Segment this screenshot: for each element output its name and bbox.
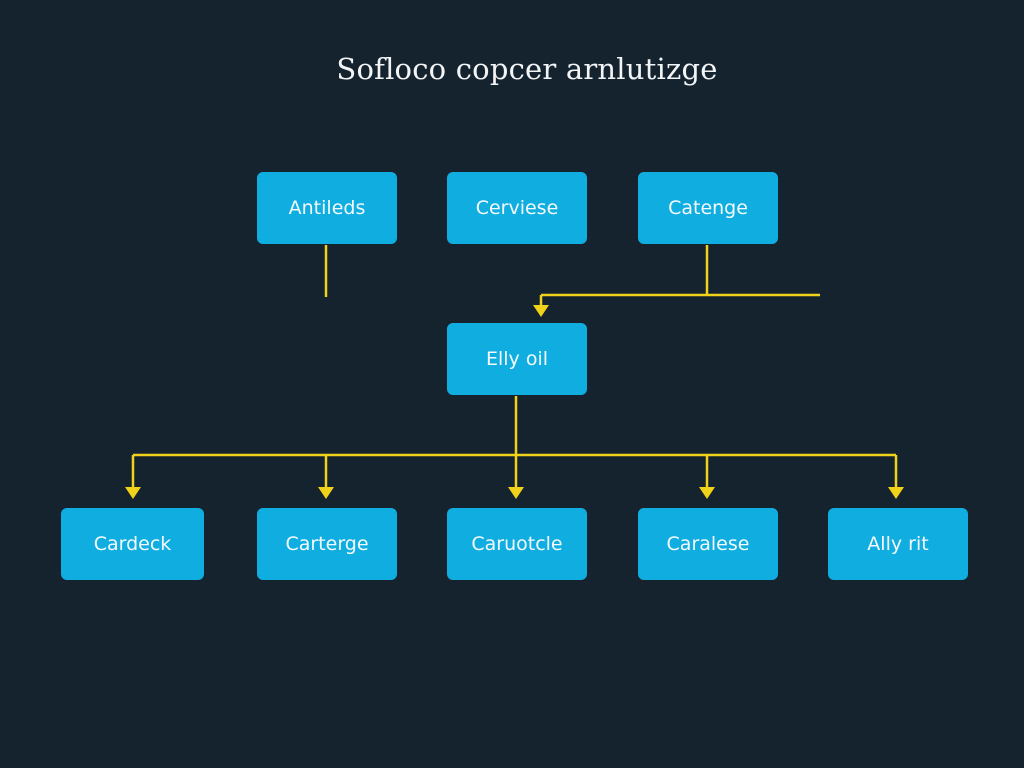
node-caruotcle: Caruotcle bbox=[447, 508, 587, 580]
arrowhead-carterge bbox=[318, 487, 334, 499]
node-antileds: Antileds bbox=[257, 172, 397, 244]
node-elly-oil: Elly oil bbox=[447, 323, 587, 395]
node-catenge: Catenge bbox=[638, 172, 778, 244]
diagram-title: Sofloco copcer arnlutizge bbox=[336, 52, 718, 86]
node-cardeck: Cardeck bbox=[61, 508, 204, 580]
arrowhead-allyrit bbox=[888, 487, 904, 499]
node-cerviese: Cerviese bbox=[447, 172, 587, 244]
arrowhead-elly bbox=[533, 305, 549, 317]
node-caralese: Caralese bbox=[638, 508, 778, 580]
arrowhead-caruotcle bbox=[508, 487, 524, 499]
arrowhead-caralese bbox=[699, 487, 715, 499]
arrowhead-cardeck bbox=[125, 487, 141, 499]
node-carterge: Carterge bbox=[257, 508, 397, 580]
node-ally-rit: Ally rit bbox=[828, 508, 968, 580]
